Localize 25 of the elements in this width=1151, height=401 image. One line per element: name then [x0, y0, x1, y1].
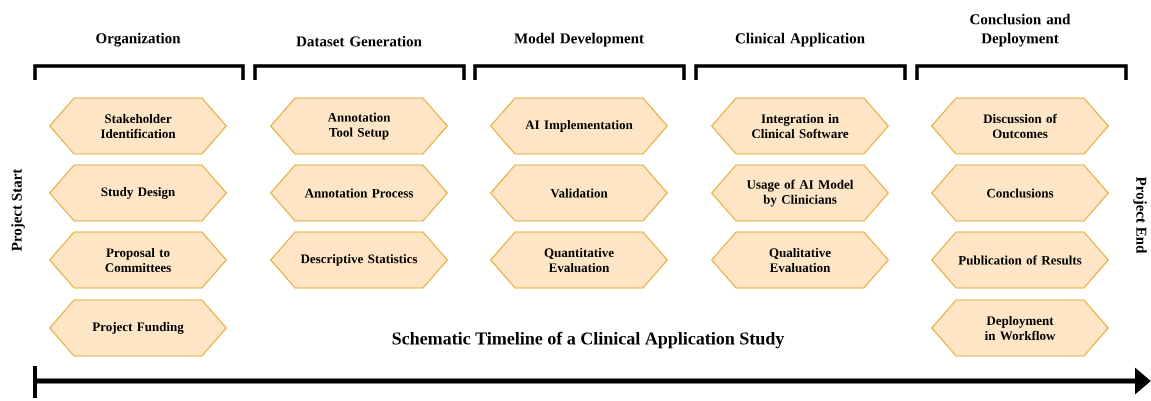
phase-heading: Dataset Generation: [296, 35, 422, 47]
step-hexagon: Descriptive Statistics: [269, 231, 449, 289]
step-hexagon: Qualitative Evaluation: [710, 231, 890, 289]
phase-heading: Model Development: [514, 32, 644, 47]
phase-heading: Clinical Application: [735, 32, 865, 47]
end-label: Project End: [1133, 176, 1147, 254]
step-hexagon: Project Funding: [48, 299, 228, 357]
step-hexagon: Conclusions: [930, 164, 1110, 222]
step-hexagon: Proposal to Committees: [48, 231, 228, 289]
step-hexagon: Quantitative Evaluation: [489, 231, 669, 289]
phase-heading: Organization: [96, 32, 181, 47]
step-hexagon: Publication of Results: [930, 231, 1110, 289]
step-hexagon: Validation: [489, 164, 669, 222]
title: Schematic Timeline of a Clinical Application Study: [392, 331, 785, 349]
step-hexagon: Deployment in Workflow: [930, 299, 1110, 357]
step-hexagon: Stakeholder Identification: [48, 97, 228, 155]
start-label: Project Start: [11, 168, 25, 252]
step-hexagon: Study Design: [48, 164, 228, 222]
step-hexagon: Annotation Process: [269, 164, 449, 222]
step-hexagon: AI Implementation: [489, 97, 669, 155]
step-hexagon: Discussion of Outcomes: [930, 97, 1110, 155]
step-hexagon: Usage of AI Model by Clinicians: [710, 164, 890, 222]
step-hexagon: Annotation Tool Setup: [269, 97, 449, 155]
phase-heading: Conclusion and Deployment: [970, 13, 1071, 47]
step-hexagon: Integration in Clinical Software: [710, 97, 890, 155]
